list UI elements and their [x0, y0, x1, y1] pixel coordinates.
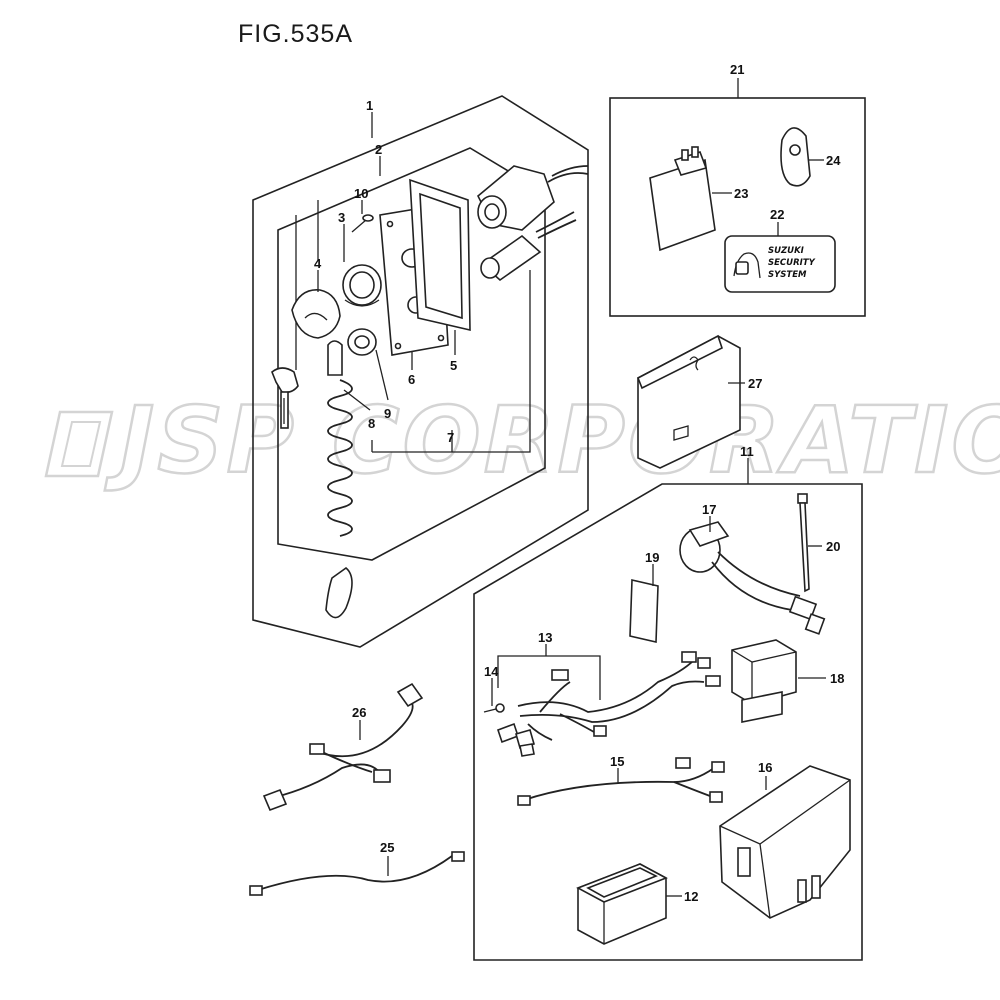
- callout-5: 5: [450, 358, 457, 373]
- callout-22: 22: [770, 207, 784, 222]
- callout-26: 26: [352, 705, 366, 720]
- callout-21: 21: [730, 62, 744, 77]
- callout-20: 20: [826, 539, 840, 554]
- callout-15: 15: [610, 754, 624, 769]
- callout-14: 14: [484, 664, 499, 679]
- callout-7: 7: [447, 430, 454, 445]
- gasket: [409, 178, 471, 332]
- watermark: JSP CORPORATION: [44, 386, 1000, 495]
- callout-16: 16: [758, 760, 772, 775]
- callout-4: 4: [314, 256, 322, 271]
- bracket-cover: [719, 765, 851, 919]
- stop-switch: [480, 211, 577, 282]
- callout-18: 18: [830, 671, 844, 686]
- harness-26: [262, 682, 424, 812]
- buzzer: [679, 521, 826, 635]
- callout-2: 2: [375, 142, 382, 157]
- sub-harness: [496, 651, 721, 757]
- control-unit: [636, 334, 741, 469]
- assembly-11-outline: [473, 483, 863, 961]
- callout-13: 13: [538, 630, 552, 645]
- callout-25: 25: [380, 840, 394, 855]
- remote-key-fob: [780, 127, 811, 187]
- callout-19: 19: [645, 550, 659, 565]
- callout-27: 27: [748, 376, 762, 391]
- seal-line-1: SUZUKI: [768, 246, 804, 256]
- callout-24: 24: [826, 153, 841, 168]
- group-wiring-kit: [473, 458, 863, 961]
- callout-12: 12: [684, 889, 698, 904]
- callout-23: 23: [734, 186, 748, 201]
- callout-6: 6: [408, 372, 415, 387]
- callout-17: 17: [702, 502, 716, 517]
- security-module: [649, 146, 716, 252]
- harness-25: [249, 851, 465, 896]
- harness-screw: [483, 703, 505, 713]
- extension-harness: [517, 757, 725, 806]
- label-sheet: [629, 579, 659, 643]
- lock-nut: [342, 264, 382, 307]
- ignition-key: [271, 367, 299, 429]
- cable-tie: [797, 493, 810, 593]
- callout-9: 9: [384, 406, 391, 421]
- relay: [731, 639, 797, 723]
- assembly-1-outline: [252, 95, 589, 648]
- watermark-text: JSP CORPORATION: [104, 387, 1000, 494]
- callout-1: 1: [366, 98, 373, 113]
- callout-3: 3: [338, 210, 345, 225]
- security-system-seal: SUZUKI SECURITY SYSTEM: [724, 235, 836, 293]
- emergency-lanyard: [325, 340, 353, 619]
- screw: [351, 214, 374, 233]
- key-knob: [291, 289, 341, 339]
- seal-line-2: SECURITY: [768, 258, 816, 268]
- figure-title: FIG.535A: [238, 20, 353, 48]
- seal-line-3: SYSTEM: [768, 270, 807, 280]
- group-security-system: SUZUKI SECURITY SYSTEM: [609, 78, 866, 317]
- ignition-switch: [477, 165, 589, 231]
- connector-box: [576, 863, 668, 945]
- group-switch-assembly: [252, 95, 589, 648]
- callout-10: 10: [354, 186, 368, 201]
- callout-numbers: 1 2 3 4 5 6 7 8 9 10 11 12 13 14 15 16 1…: [314, 62, 844, 904]
- callout-8: 8: [368, 416, 375, 431]
- callout-11: 11: [740, 444, 754, 459]
- assembly-2-outline: [277, 147, 546, 561]
- washer: [347, 328, 377, 356]
